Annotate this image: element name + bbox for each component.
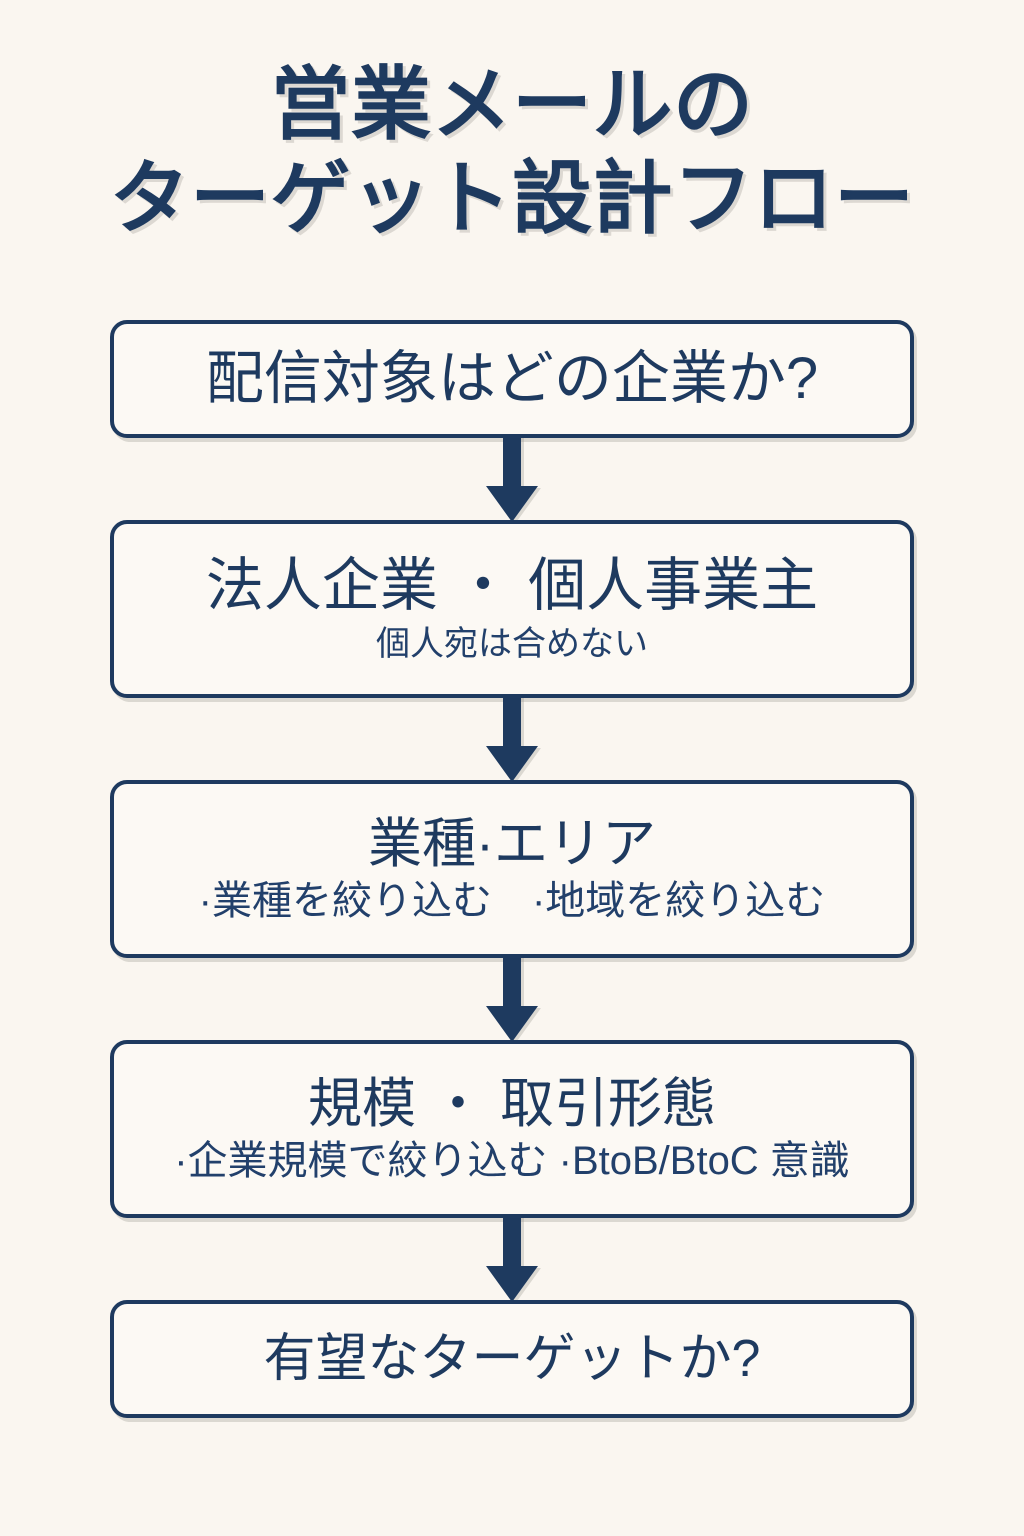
down-arrow-icon-4	[110, 1218, 914, 1302]
flow-node-title: 配信対象はどの企業か?	[205, 345, 819, 411]
flow-node-title: 法人企業 ・ 個人事業主	[205, 552, 819, 618]
flow-node-subtitle: ·業種を絞り込む ·地域を絞り込む	[198, 879, 826, 924]
down-arrow-icon-1	[110, 438, 914, 522]
arrow-shaft	[503, 958, 521, 1010]
arrow-head	[486, 1006, 538, 1042]
arrow-head	[486, 486, 538, 522]
arrow-head	[486, 1266, 538, 1302]
flow-node-title: 規模 ・ 取引形態	[307, 1073, 716, 1134]
arrow-shaft	[503, 698, 521, 750]
flow-node-title: 有望なターゲットか?	[263, 1329, 761, 1388]
page-title-line-1: 営業メールの	[270, 60, 754, 149]
flow-node-scale-transaction-type[interactable]: 規模 ・ 取引形態 ·企業規模で絞り込む ·BtoB/BtoC 意識	[110, 1040, 914, 1218]
flow-node-corporate-or-sole-proprietor[interactable]: 法人企業 ・ 個人事業主 個人宛は合めない	[110, 520, 914, 698]
flow-node-promising-target-question[interactable]: 有望なターゲットか?	[110, 1300, 914, 1418]
flowchart: 配信対象はどの企業か? 法人企業 ・ 個人事業主 個人宛は合めない 業種·エリア…	[110, 320, 914, 1418]
flow-node-title: 業種·エリア	[368, 813, 656, 874]
arrow-shaft	[503, 1218, 521, 1270]
flow-node-industry-area[interactable]: 業種·エリア ·業種を絞り込む ·地域を絞り込む	[110, 780, 914, 958]
down-arrow-icon-2	[110, 698, 914, 782]
arrow-shaft	[503, 438, 521, 490]
flow-node-subtitle: ·企業規模で絞り込む ·BtoB/BtoC 意識	[174, 1139, 850, 1184]
arrow-head	[486, 746, 538, 782]
page-title-line-2: ターゲット設計フロー	[109, 154, 915, 244]
flow-node-subtitle: 個人宛は合めない	[376, 624, 648, 663]
flow-node-target-question[interactable]: 配信対象はどの企業か?	[110, 320, 914, 438]
down-arrow-icon-3	[110, 958, 914, 1042]
page-title: 営業メールの ターゲット設計フロー	[0, 58, 1024, 247]
